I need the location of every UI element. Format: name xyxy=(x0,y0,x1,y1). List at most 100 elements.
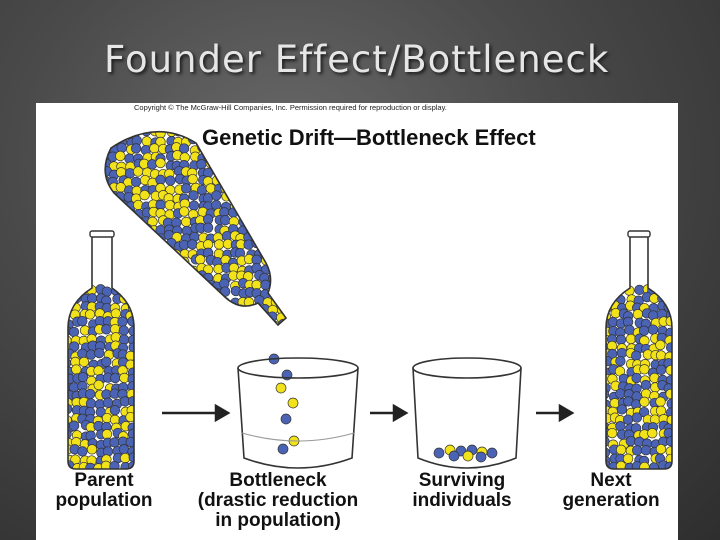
bead xyxy=(234,319,246,325)
bead xyxy=(158,265,169,276)
bead xyxy=(607,427,618,439)
bead xyxy=(179,295,191,306)
bead xyxy=(632,309,644,320)
bead xyxy=(462,450,474,462)
caption-surviving-individuals: Surviving individuals xyxy=(412,470,512,511)
bead xyxy=(195,280,207,291)
bead xyxy=(142,238,153,250)
bead xyxy=(203,310,214,321)
bead xyxy=(181,279,192,291)
bead xyxy=(196,159,207,170)
bead xyxy=(131,223,142,234)
bead xyxy=(269,249,280,260)
bead xyxy=(150,311,161,323)
bead xyxy=(91,135,101,145)
bead xyxy=(219,150,230,161)
bead xyxy=(140,321,151,325)
bead xyxy=(251,183,262,194)
bead xyxy=(147,320,158,325)
bead xyxy=(105,265,111,276)
bead xyxy=(139,230,150,241)
bead xyxy=(133,262,144,274)
bead xyxy=(197,296,208,307)
bead xyxy=(108,278,120,290)
bead xyxy=(639,396,650,407)
bead xyxy=(606,293,612,304)
next-generation-bottle xyxy=(605,230,673,470)
bead xyxy=(606,436,610,447)
bead xyxy=(259,313,270,324)
bead xyxy=(69,285,81,296)
bead xyxy=(147,301,158,313)
bead xyxy=(125,232,136,244)
bead xyxy=(433,447,445,459)
bead xyxy=(172,265,183,276)
bead xyxy=(606,383,611,394)
bead xyxy=(275,169,286,180)
bead xyxy=(259,161,270,172)
bead xyxy=(631,412,643,423)
bead xyxy=(133,296,144,307)
bead xyxy=(166,278,177,290)
bead xyxy=(117,316,128,327)
bead xyxy=(163,248,174,260)
bead xyxy=(261,199,272,210)
bead xyxy=(95,122,105,132)
bead xyxy=(228,166,239,177)
bead xyxy=(212,150,223,162)
bead xyxy=(616,404,628,415)
bead xyxy=(625,333,637,345)
bead xyxy=(181,318,193,325)
bead xyxy=(141,131,152,137)
bead xyxy=(139,265,150,276)
bead xyxy=(236,184,247,195)
bead xyxy=(118,444,130,455)
bead xyxy=(142,295,154,306)
bead xyxy=(267,239,278,251)
bead xyxy=(133,120,143,130)
bead xyxy=(166,273,177,284)
bead xyxy=(139,189,150,201)
bead xyxy=(203,293,214,305)
bead xyxy=(133,246,144,257)
bead xyxy=(632,445,643,456)
bead xyxy=(254,223,265,235)
bead xyxy=(118,240,129,251)
bead xyxy=(210,301,222,313)
bead xyxy=(101,119,111,129)
bead xyxy=(220,215,231,226)
bead xyxy=(173,119,183,129)
bead xyxy=(187,173,198,185)
bead xyxy=(139,246,151,257)
bead xyxy=(622,414,634,425)
bead xyxy=(117,255,128,266)
bead xyxy=(657,286,668,297)
bead xyxy=(197,288,208,300)
bead xyxy=(211,190,222,201)
bead xyxy=(93,161,103,171)
caption-parent-population: Parent population xyxy=(55,470,153,511)
bead xyxy=(147,238,159,249)
bead xyxy=(124,256,135,268)
bead xyxy=(94,274,104,284)
bead xyxy=(93,365,104,376)
bead xyxy=(165,303,177,314)
bead xyxy=(187,239,198,250)
bead xyxy=(181,183,192,194)
bead xyxy=(267,233,278,244)
figure-title: Genetic Drift—Bottleneck Effect xyxy=(202,125,536,150)
bead xyxy=(124,225,135,236)
bead xyxy=(251,166,262,177)
process-arrows xyxy=(162,403,575,423)
bead xyxy=(133,305,145,316)
bead xyxy=(625,435,636,447)
bead xyxy=(665,364,672,376)
bead xyxy=(127,292,134,303)
bead xyxy=(123,263,134,274)
bead xyxy=(92,247,102,257)
bead xyxy=(631,350,642,361)
bead xyxy=(124,121,134,131)
bead xyxy=(119,452,131,464)
bead xyxy=(655,350,667,361)
bead xyxy=(131,273,142,284)
